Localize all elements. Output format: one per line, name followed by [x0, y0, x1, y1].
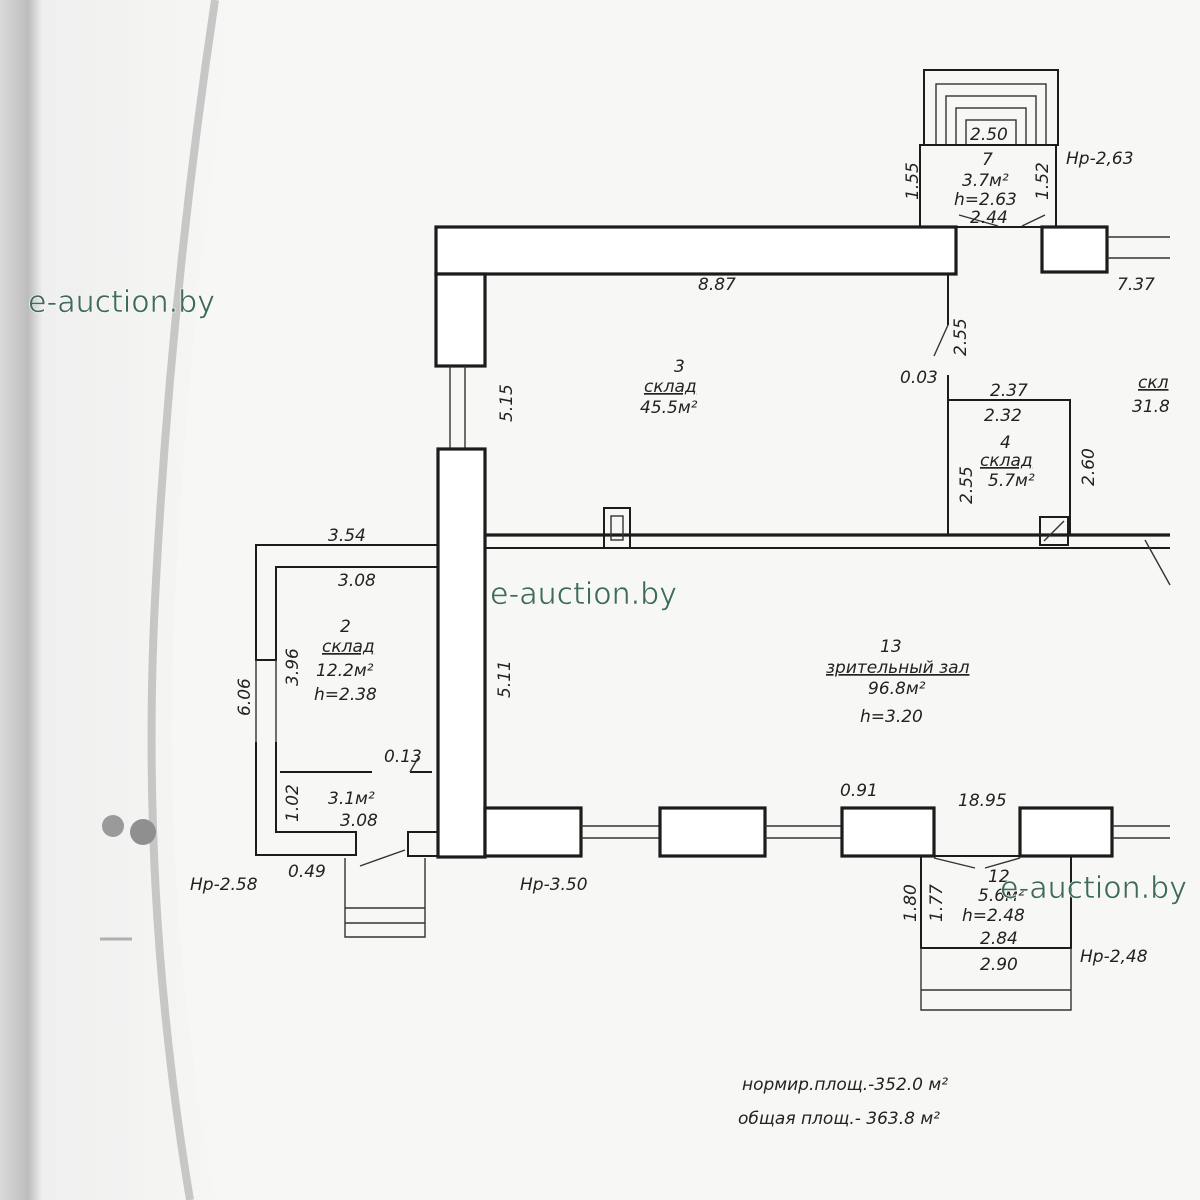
room-3-number: 3	[674, 357, 685, 377]
small-room-level-mark: Нр-2.58	[190, 875, 258, 895]
small-room-side: 1.02	[283, 784, 303, 822]
room-12-height: h=2.48	[962, 906, 1025, 926]
room-2-area: 12.2м²	[316, 661, 374, 681]
room-4-area: 5.7м²	[988, 471, 1035, 491]
room-13-bottom-dim: 18.95	[958, 791, 1007, 811]
room-12-left-inner: 1.77	[927, 884, 947, 922]
room-4-left-dim: 2.55	[957, 466, 977, 504]
room-2-top-inner: 3.08	[338, 571, 376, 591]
room-7-height: h=2.63	[954, 190, 1017, 210]
small-room-stub: 0.49	[288, 862, 326, 882]
small-room-gap: 0.13	[384, 747, 422, 767]
room-13-left-dim: 5.11	[495, 660, 515, 698]
room-2-side-inner: 3.96	[283, 648, 303, 686]
room-7-level-mark: Нр-2,63	[1066, 149, 1134, 169]
room-2-number: 2	[340, 617, 351, 637]
room-2-top-outer: 3.54	[328, 526, 366, 546]
small-room-area: 3.1м²	[328, 789, 375, 809]
room-7-left-dim: 1.55	[903, 162, 923, 200]
room-3-gap-dim: 0.03	[900, 368, 938, 388]
room-7-number: 7	[982, 150, 993, 170]
room-13-level-mark: Нр-3.50	[520, 875, 588, 895]
right-room-area: 31.8	[1132, 397, 1170, 417]
right-room-name: скл	[1138, 373, 1169, 393]
room-12-number: 12	[988, 867, 1010, 887]
room-13-pier-dim: 0.91	[840, 781, 878, 801]
room-4-name: склад	[980, 451, 1033, 471]
total-area: общая площ.- 363.8 м²	[738, 1109, 940, 1129]
room-7-right-dim: 1.52	[1033, 162, 1053, 200]
normalized-area-total: нормир.площ.-352.0 м²	[742, 1075, 948, 1095]
room-2-side-outer: 6.06	[235, 678, 255, 716]
room-12-width-inner: 2.84	[980, 929, 1018, 949]
room-3-left-dim: 5.15	[497, 384, 517, 422]
room-13-number: 13	[880, 637, 902, 657]
room-12-level-mark: Нр-2,48	[1080, 947, 1148, 967]
room-13-area: 96.8м²	[868, 679, 926, 699]
small-room-width: 3.08	[340, 811, 378, 831]
room-7-width-top: 2.50	[970, 125, 1008, 145]
watermark-center: e-auction.by	[490, 577, 677, 612]
room-3-door-dim: 2.55	[951, 318, 971, 356]
room-7-width-bottom: 2.44	[970, 208, 1008, 228]
room-12-width-outer: 2.90	[980, 955, 1018, 975]
room-4-right-dim: 2.60	[1079, 448, 1099, 486]
room-13-height: h=3.20	[860, 707, 923, 727]
room-12-left-outer: 1.80	[901, 884, 921, 922]
room-4-top-outer: 2.37	[990, 381, 1028, 401]
right-wall-dim: 7.37	[1117, 275, 1155, 295]
room-3-area: 45.5м²	[640, 398, 698, 418]
room-2-name: склад	[322, 637, 375, 657]
watermark-bottom-right: e-auction.by	[1000, 871, 1187, 906]
walls	[434, 225, 1171, 859]
room-4-top-inner: 2.32	[984, 406, 1022, 426]
room-4-number: 4	[1000, 433, 1011, 453]
room-12	[920, 855, 1072, 1011]
room-2-height: h=2.38	[314, 685, 377, 705]
room-3-top-dim: 8.87	[698, 275, 736, 295]
room-3-name: склад	[644, 377, 697, 397]
room-7	[919, 69, 1059, 228]
room-13-name: зрительный зал	[826, 658, 970, 678]
room-12-area: 5.6м²	[978, 886, 1025, 906]
room-7-area: 3.7м²	[962, 171, 1009, 191]
watermark-left: e-auction.by	[28, 285, 215, 320]
room-2	[255, 544, 439, 938]
